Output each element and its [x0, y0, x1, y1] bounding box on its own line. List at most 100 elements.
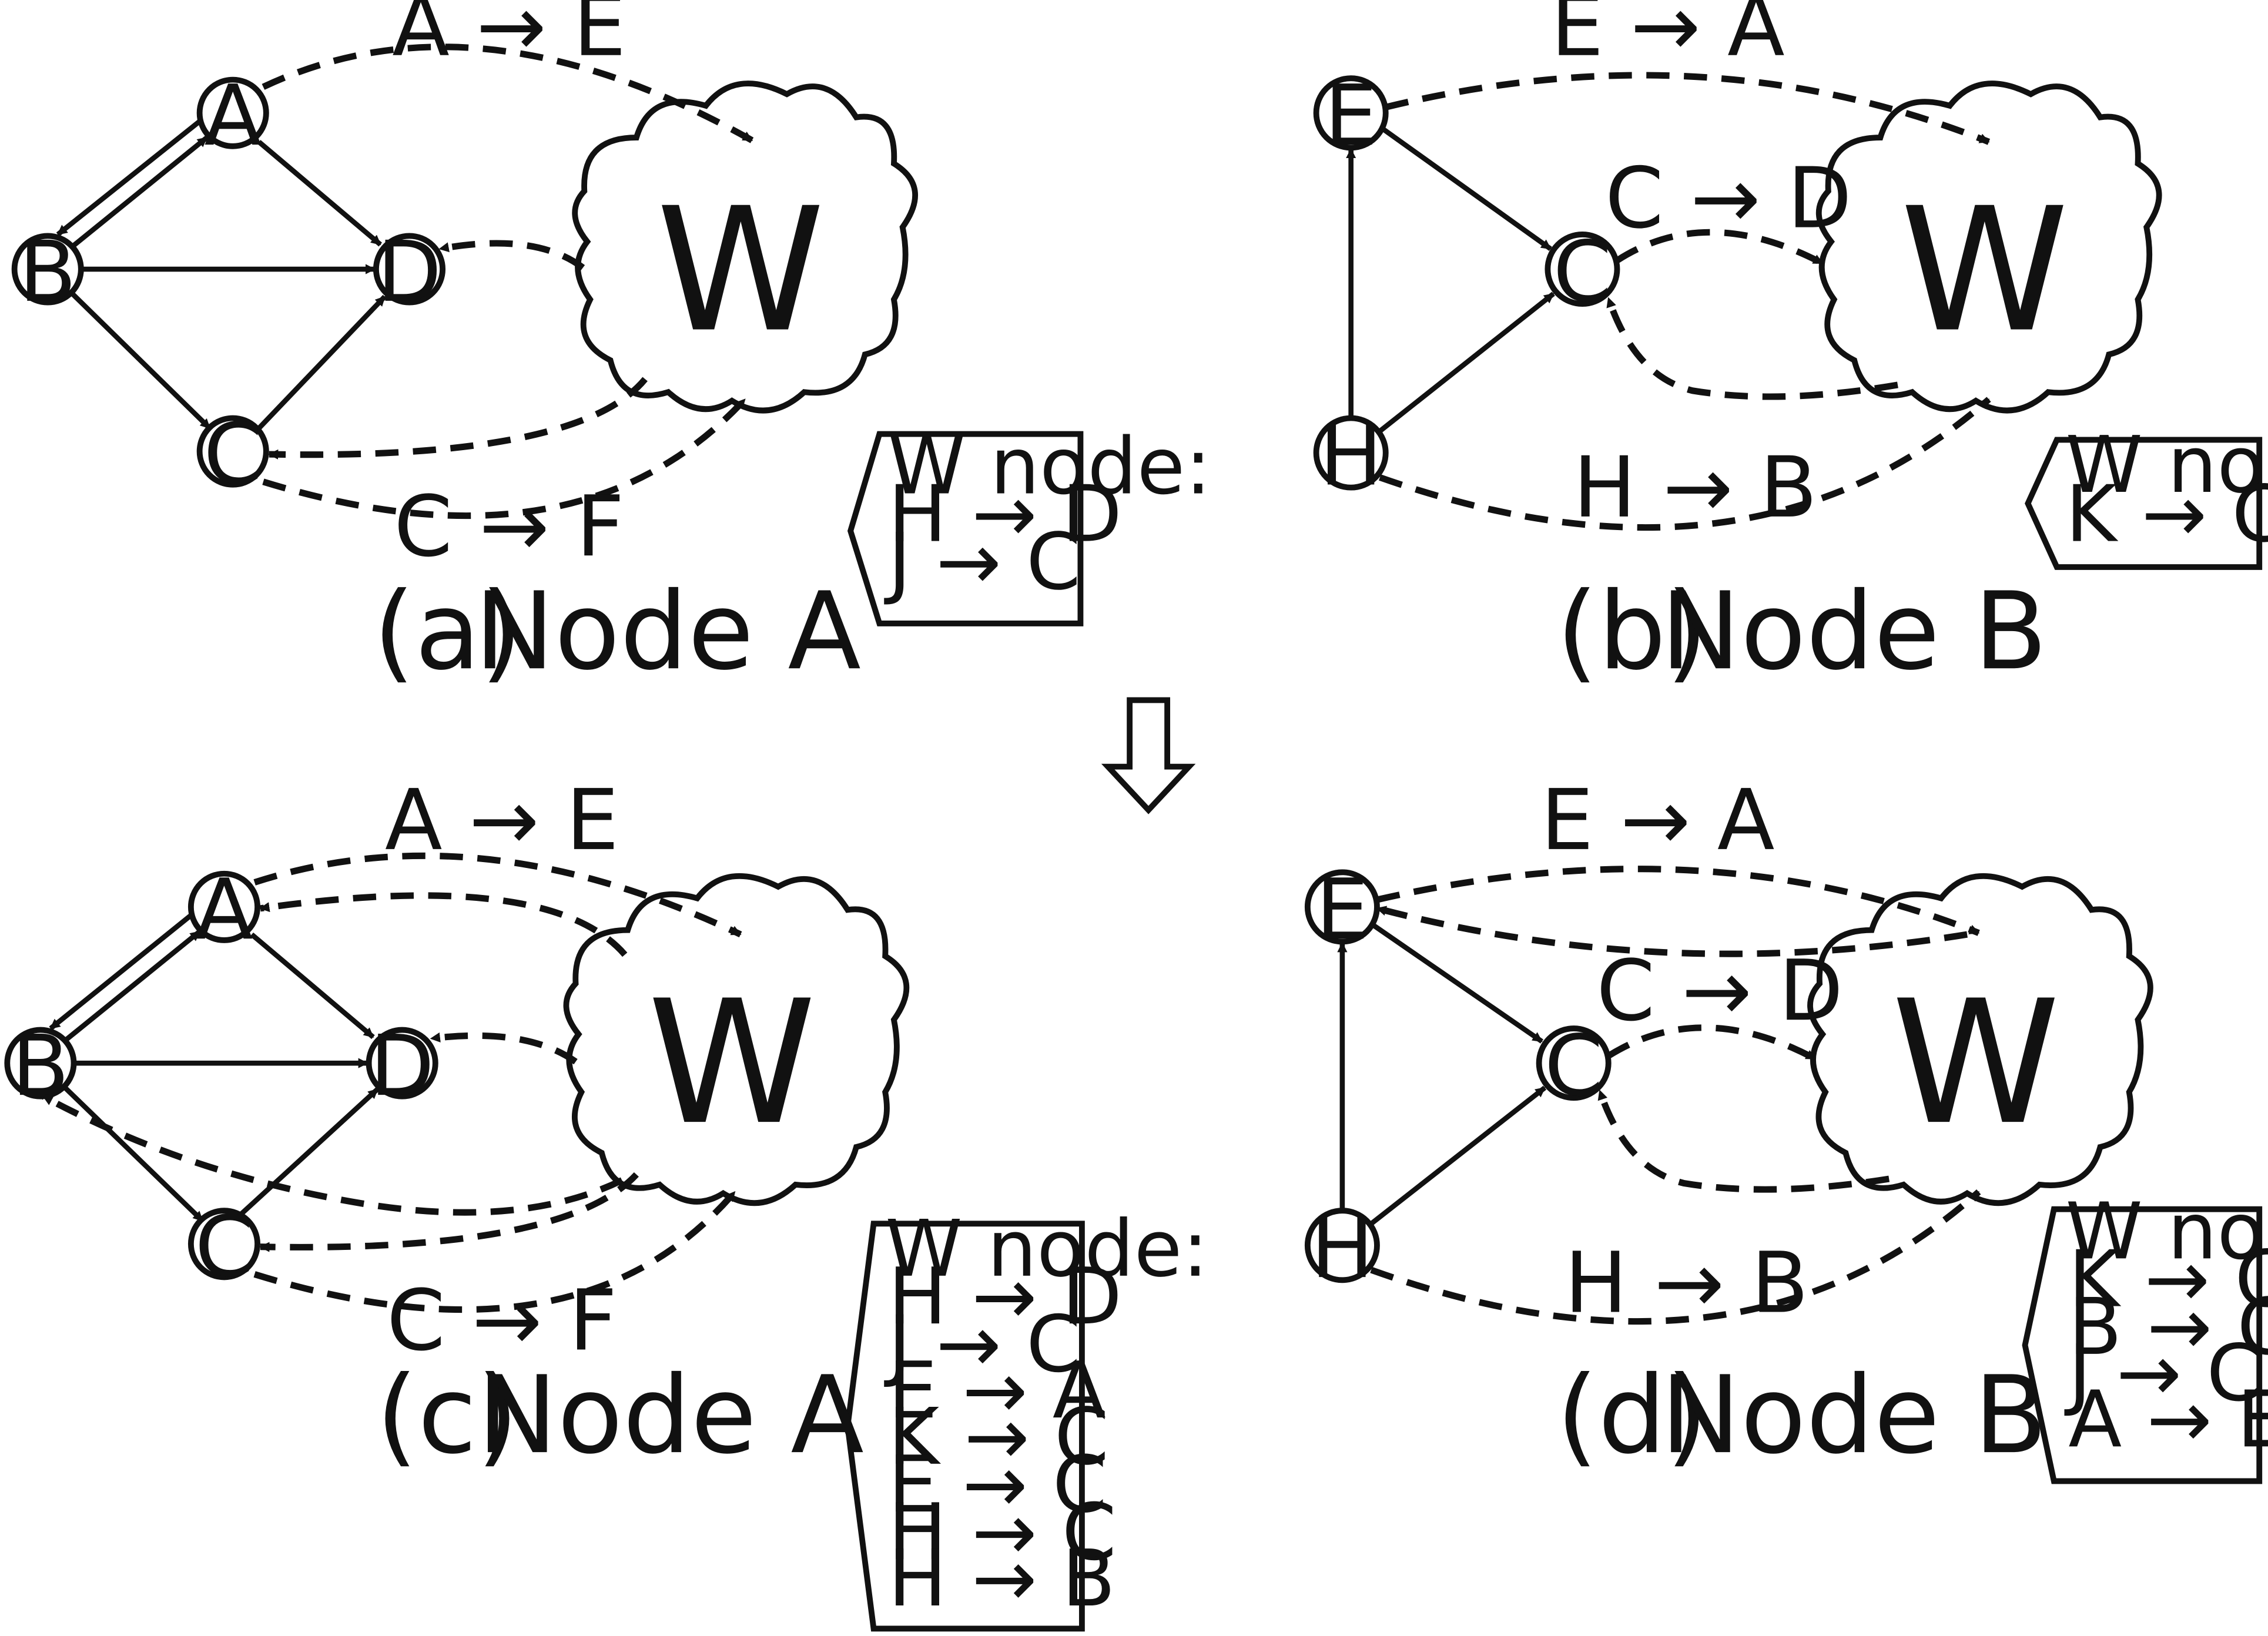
- w-node-title: W node:: [888, 421, 1211, 512]
- edge-w-to-c: [268, 377, 648, 460]
- w-node-entry: H → D: [888, 470, 1122, 560]
- cloud-w: W: [1807, 873, 2153, 1206]
- node-label: D: [377, 223, 442, 321]
- panel-c: W A B D C A → E: [4, 772, 1208, 1632]
- edge-w-to-d: [438, 240, 585, 270]
- edge-b-to-a: [68, 135, 209, 251]
- node-a: A: [187, 861, 260, 958]
- w-node-box: W node: H → D J → C: [847, 421, 1211, 626]
- caption-id: (c): [376, 1353, 518, 1477]
- node-b: B: [11, 223, 84, 321]
- node-h: H: [1304, 1199, 1380, 1297]
- cloud-label: W: [648, 964, 816, 1162]
- caption-id: (a): [373, 569, 522, 693]
- w-node-title: W node:: [885, 1204, 1208, 1295]
- edge-w-to-c: [1596, 1089, 1890, 1193]
- w-node-entry: H → B: [888, 1534, 1115, 1624]
- edge-h-to-w: [1370, 1189, 1981, 1325]
- cloud-w: W: [572, 81, 919, 414]
- edge-h-to-c: [1378, 291, 1555, 434]
- edge-label-top: E → A: [1540, 772, 1774, 869]
- edge-w-to-a: [259, 892, 628, 957]
- edge-w-to-c: [1605, 297, 1898, 400]
- edge-w-to-e: [1376, 905, 1968, 957]
- w-node-box: W node: H → D J → C E → A K → C E → C H …: [845, 1204, 1208, 1632]
- w-node-entry: J → C: [2064, 1329, 2261, 1419]
- edge-c-to-d: [257, 294, 387, 430]
- node-label: C: [203, 405, 262, 503]
- edge-label-top: A → E: [392, 0, 626, 75]
- w-node-entry: E → A: [888, 1346, 1106, 1436]
- node-label: H: [1311, 1199, 1373, 1297]
- node-label: D: [370, 1017, 434, 1115]
- cloud-w: W: [563, 873, 910, 1206]
- edge-label-bottom: H → B: [1565, 1234, 1809, 1332]
- edge-a-to-b: [49, 912, 195, 1031]
- edge-a-to-d: [257, 140, 383, 247]
- node-label: C: [1545, 1017, 1603, 1115]
- w-node-entry: K → C: [2068, 1235, 2268, 1325]
- w-node-entry: J → C: [884, 517, 1081, 608]
- edge-w-to-c: [259, 1172, 639, 1252]
- edge-b-to-c: [71, 291, 212, 430]
- node-label: A: [196, 861, 253, 958]
- w-node-entry: K → C: [888, 1392, 1109, 1483]
- node-label: E: [1316, 861, 1369, 958]
- node-b: B: [4, 1017, 77, 1115]
- edge-label-top: A → E: [385, 772, 619, 869]
- edge-e-to-c: [1372, 923, 1543, 1044]
- edge-e-to-w: [1385, 72, 1991, 145]
- w-node-entry: A → E: [2068, 1374, 2268, 1465]
- cloud-label: W: [1900, 171, 2069, 370]
- caption-name: Node B: [1660, 569, 2047, 693]
- cloud-label: W: [656, 171, 825, 370]
- w-node-entry: B → C: [2068, 1282, 2268, 1373]
- node-label: H: [1319, 407, 1382, 504]
- node-c: C: [1545, 223, 1620, 321]
- edge-a-to-d: [250, 932, 375, 1040]
- node-label: C: [195, 1198, 254, 1296]
- panel-a: W A B D C A → E C → F: [11, 0, 1211, 693]
- edge-b-to-a: [61, 929, 202, 1045]
- edge-w-to-d: [430, 1032, 578, 1065]
- node-d: D: [366, 1017, 438, 1115]
- w-node-box: W node: K → C: [2025, 420, 2268, 570]
- node-e: E: [1313, 67, 1389, 165]
- edge-b-to-c: [63, 1085, 205, 1223]
- edge-e-to-w: [1376, 866, 1980, 936]
- node-e: E: [1304, 861, 1380, 958]
- node-c: C: [187, 1198, 260, 1296]
- edge-label-bottom: C → F: [394, 478, 624, 575]
- edge-a-to-b: [56, 118, 203, 237]
- node-label: E: [1325, 67, 1378, 165]
- w-node-entry: H → C: [888, 1487, 1117, 1578]
- edge-label-bottom: H → B: [1573, 439, 1818, 537]
- edge-label-mid: C → D: [1605, 150, 1852, 247]
- panel-b: W E C H E → A C → D H → B W nod: [1313, 0, 2268, 693]
- edge-c-to-d: [238, 1087, 380, 1217]
- node-label: B: [19, 223, 76, 321]
- caption-name: Node A: [477, 1353, 864, 1477]
- caption-id: (d): [1556, 1353, 1708, 1477]
- edge-c-to-w: [262, 397, 748, 519]
- node-label: B: [12, 1017, 69, 1115]
- node-label: A: [204, 67, 262, 165]
- edge-h-to-c: [1369, 1085, 1547, 1226]
- caption-name: Node B: [1660, 1353, 2047, 1477]
- w-node-title: W node:: [2065, 420, 2268, 511]
- node-a: A: [196, 67, 269, 165]
- node-h: H: [1313, 407, 1389, 504]
- panel-d: W E C H E → A C → D H → B: [1304, 772, 2268, 1484]
- node-c: C: [196, 405, 269, 503]
- node-c: C: [1536, 1017, 1612, 1115]
- w-node-title: W node:: [2065, 1186, 2268, 1277]
- edge-label-top: E → A: [1551, 0, 1785, 75]
- w-node-entry: K → C: [2065, 470, 2268, 560]
- edge-label-mid: C → D: [1596, 942, 1843, 1040]
- edge-label-bottom: C → F: [387, 1272, 617, 1369]
- edge-w-to-b: [42, 1093, 624, 1216]
- w-node-entry: H → D: [888, 1252, 1122, 1342]
- cloud-label: W: [1891, 964, 2060, 1162]
- edge-c-to-w: [253, 1189, 738, 1313]
